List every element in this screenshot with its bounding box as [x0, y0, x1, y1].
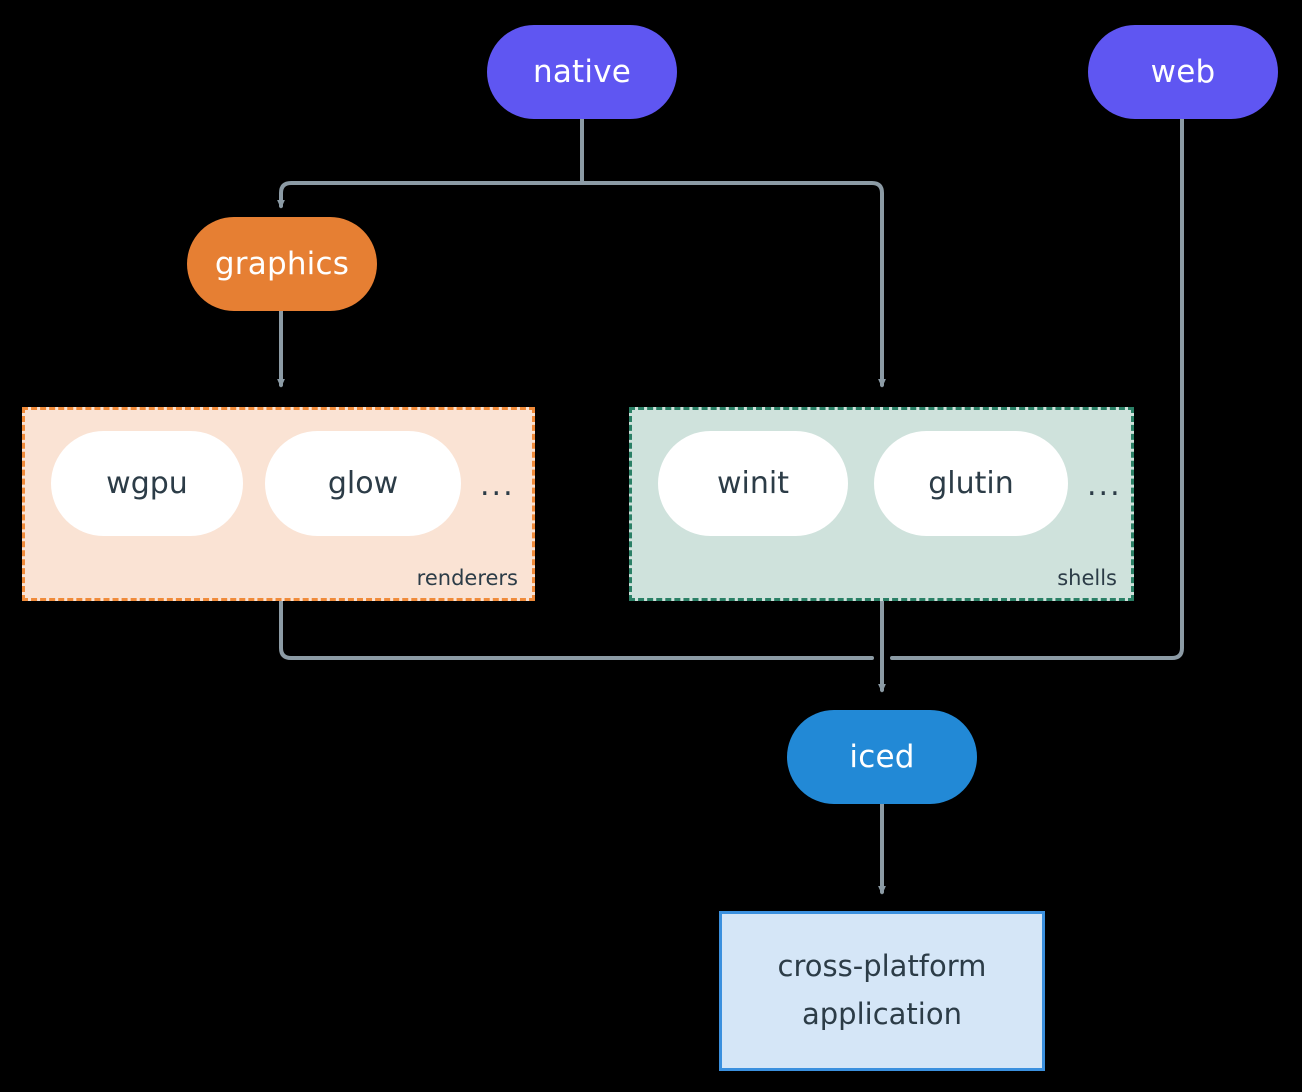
group-label-shells: shells: [1057, 566, 1117, 590]
node-winit[interactable]: winit: [658, 431, 848, 536]
node-graphics[interactable]: graphics: [187, 217, 377, 311]
node-glow[interactable]: glow: [265, 431, 461, 536]
edge-native-to-graphics: [277, 181, 584, 209]
renderers-more-ellipsis: ...: [480, 468, 515, 503]
node-iced[interactable]: iced: [787, 710, 977, 804]
edge-native-to-shells: [580, 181, 886, 388]
shells-more-ellipsis: ...: [1087, 468, 1122, 503]
edge-renderers-to-iced: [279, 599, 874, 660]
node-web[interactable]: web: [1088, 25, 1278, 119]
node-cross-platform-application[interactable]: cross-platform application: [719, 911, 1045, 1071]
group-label-renderers: renderers: [416, 566, 518, 590]
group-shells: winit glutin ... shells: [629, 407, 1134, 601]
node-wgpu[interactable]: wgpu: [51, 431, 243, 536]
node-glutin[interactable]: glutin: [874, 431, 1068, 536]
group-renderers: wgpu glow ... renderers: [22, 407, 535, 601]
node-native[interactable]: native: [487, 25, 677, 119]
